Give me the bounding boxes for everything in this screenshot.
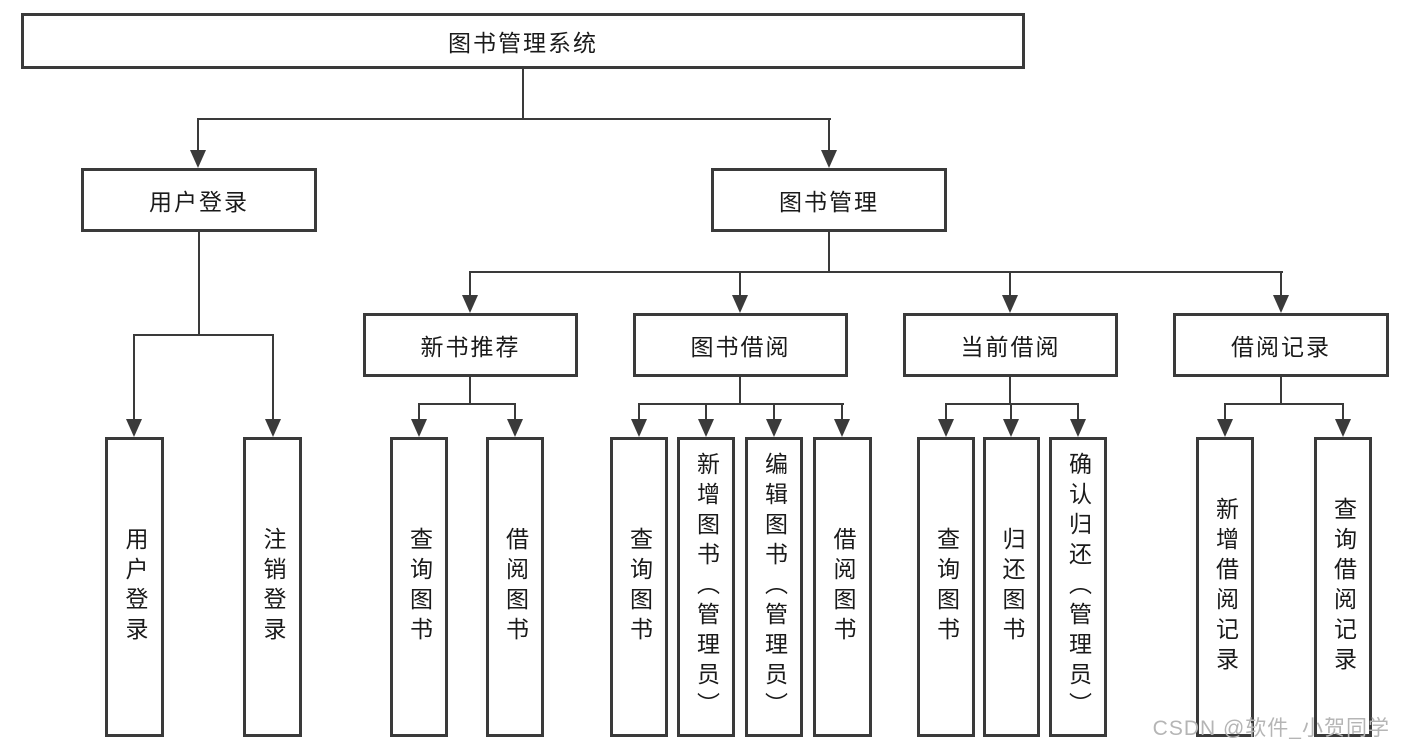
connector-line	[522, 69, 524, 119]
arrowhead-down	[126, 419, 142, 437]
leaf-borrow-books-2-label: 借阅图书	[830, 527, 856, 647]
connector-line	[418, 404, 420, 420]
connector-line	[1009, 377, 1011, 404]
connector-line	[945, 404, 947, 420]
leaf-add-book-admin-label: 新增图书（管理员）	[693, 452, 720, 722]
leaf-user-login: 用户登录	[105, 437, 164, 737]
arrowhead-down	[265, 419, 281, 437]
connector-line	[1009, 272, 1011, 296]
connector-line	[1280, 377, 1282, 404]
node-book-borrowing: 图书借阅	[633, 313, 848, 377]
connector-line	[1224, 403, 1344, 405]
connector-line	[272, 335, 274, 420]
node-book-management: 图书管理	[711, 168, 947, 232]
arrowhead-down	[732, 295, 748, 313]
leaf-confirm-return-admin-label: 确认归还（管理员）	[1065, 452, 1092, 722]
connector-line	[133, 334, 274, 336]
connector-line	[418, 403, 516, 405]
leaf-return-book: 归还图书	[983, 437, 1040, 737]
node-book-borrowing-label: 图书借阅	[690, 334, 791, 360]
csdn-watermark: CSDN @软件_小贺同学	[1152, 717, 1390, 740]
arrowhead-down	[1070, 419, 1086, 437]
node-user-login-label: 用户登录	[149, 189, 249, 215]
leaf-query-books-3: 查询图书	[917, 437, 975, 737]
leaf-edit-book-admin-label: 编辑图书（管理员）	[761, 452, 788, 722]
leaf-logout-label: 注销登录	[260, 527, 286, 647]
leaf-return-book-label: 归还图书	[999, 527, 1025, 647]
leaf-user-login-label: 用户登录	[122, 527, 148, 647]
connector-line	[739, 377, 741, 404]
arrowhead-down	[938, 419, 954, 437]
connector-line	[469, 377, 471, 404]
leaf-query-borrow-record: 查询借阅记录	[1314, 437, 1372, 737]
arrowhead-down	[1217, 419, 1233, 437]
connector-line	[705, 404, 707, 420]
arrowhead-down	[631, 419, 647, 437]
arrowhead-down	[411, 419, 427, 437]
node-book-management-label: 图书管理	[779, 189, 879, 215]
connector-line	[469, 272, 471, 296]
connector-line	[1280, 272, 1282, 296]
connector-line	[197, 119, 199, 152]
connector-line	[828, 119, 830, 152]
leaf-borrow-books-1-label: 借阅图书	[502, 527, 529, 647]
arrowhead-down	[507, 419, 523, 437]
leaf-add-borrow-record: 新增借阅记录	[1196, 437, 1254, 737]
connector-line	[739, 272, 741, 296]
connector-line	[638, 403, 844, 405]
leaf-query-books-1: 查询图书	[390, 437, 448, 737]
connector-line	[514, 404, 516, 420]
leaf-add-book-admin: 新增图书（管理员）	[677, 437, 735, 737]
arrowhead-down	[190, 150, 206, 168]
arrowhead-down	[766, 419, 782, 437]
arrowhead-down	[821, 150, 837, 168]
connector-line	[828, 232, 830, 272]
connector-line	[198, 232, 200, 335]
leaf-borrow-books-2: 借阅图书	[813, 437, 872, 737]
arrowhead-down	[1335, 419, 1351, 437]
connector-line	[469, 271, 1283, 273]
node-new-book-recommendation-label: 新书推荐	[420, 334, 521, 360]
arrowhead-down	[1273, 295, 1289, 313]
leaf-query-books-3-label: 查询图书	[933, 527, 960, 647]
connector-line	[1010, 404, 1012, 420]
node-root: 图书管理系统	[21, 13, 1025, 69]
leaf-edit-book-admin: 编辑图书（管理员）	[745, 437, 803, 737]
connector-line	[1224, 404, 1226, 420]
node-current-borrowing: 当前借阅	[903, 313, 1118, 377]
arrowhead-down	[1002, 295, 1018, 313]
node-user-login: 用户登录	[81, 168, 317, 232]
leaf-query-books-2: 查询图书	[610, 437, 668, 737]
arrowhead-down	[1003, 419, 1019, 437]
leaf-logout: 注销登录	[243, 437, 302, 737]
connector-line	[197, 118, 831, 120]
node-current-borrowing-label: 当前借阅	[960, 334, 1061, 360]
connector-line	[133, 335, 135, 420]
arrowhead-down	[462, 295, 478, 313]
connector-line	[841, 404, 843, 420]
connector-line	[1342, 404, 1344, 420]
arrowhead-down	[698, 419, 714, 437]
leaf-query-books-2-label: 查询图书	[626, 527, 653, 647]
node-new-book-recommendation: 新书推荐	[363, 313, 578, 377]
leaf-borrow-books-1: 借阅图书	[486, 437, 544, 737]
connector-line	[1077, 404, 1079, 420]
node-borrowing-records: 借阅记录	[1173, 313, 1389, 377]
leaf-query-books-1-label: 查询图书	[406, 527, 433, 647]
connector-line	[945, 403, 1079, 405]
node-borrowing-records-label: 借阅记录	[1231, 334, 1331, 360]
leaf-query-borrow-record-label: 查询借阅记录	[1330, 497, 1357, 677]
leaf-confirm-return-admin: 确认归还（管理员）	[1049, 437, 1107, 737]
connector-line	[773, 404, 775, 420]
leaf-add-borrow-record-label: 新增借阅记录	[1212, 497, 1239, 677]
arrowhead-down	[834, 419, 850, 437]
node-root-label: 图书管理系统	[448, 30, 598, 56]
connector-line	[638, 404, 640, 420]
